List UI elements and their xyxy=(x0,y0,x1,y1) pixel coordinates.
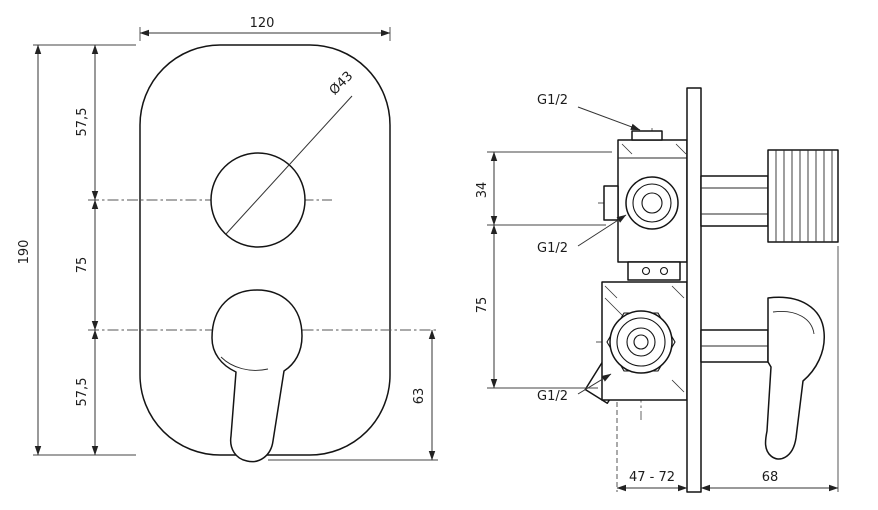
callout-g12-top: G1/2 xyxy=(537,93,641,131)
coupling-screw-right xyxy=(659,266,669,276)
lower-hex-nut xyxy=(606,312,676,372)
callout-g12-mid: G1/2 xyxy=(537,214,627,256)
side-view: G1/2 G1/2 G1/2 34 75 47 - 72 xyxy=(475,87,839,493)
g12-bottom-label: G1/2 xyxy=(537,389,568,404)
dim-side-vertical: 34 75 xyxy=(475,151,612,389)
dim-handle-depth-label: 68 xyxy=(762,470,779,485)
g12-mid-label: G1/2 xyxy=(537,241,568,256)
dim-lever: 63 xyxy=(268,329,438,461)
dim-depth-range-label: 47 - 72 xyxy=(629,470,675,485)
dim-height-total: 190 xyxy=(17,44,136,456)
dim-inlet-label: 34 xyxy=(475,182,490,199)
dim-lever-label: 63 xyxy=(412,388,427,405)
dim-bottom-label: 57,5 xyxy=(75,378,90,407)
dim-chain-vertical: 57,5 75 57,5 xyxy=(75,44,99,456)
dim-width: 120 xyxy=(139,16,391,41)
knob-ribs xyxy=(775,150,833,242)
wall-plate-side xyxy=(686,87,702,493)
hatch-lines-lower xyxy=(604,285,685,393)
knob-stem xyxy=(700,175,769,227)
coupling-block xyxy=(627,261,681,281)
front-view: 120 190 57,5 75 57,5 Ø43 63 xyxy=(17,16,438,463)
coupling-screw-left xyxy=(641,266,651,276)
hatch-lines-upper xyxy=(621,143,687,155)
diverter-knob xyxy=(210,152,306,248)
dim-mid-label: 75 xyxy=(75,257,90,274)
callout-g12-bottom: G1/2 xyxy=(537,373,612,404)
lever-handle-side xyxy=(764,296,825,460)
knurled-knob xyxy=(767,149,839,243)
dim-height-label: 190 xyxy=(17,240,32,265)
upper-inlet-port xyxy=(631,130,663,141)
dim-depths: 47 - 72 68 xyxy=(616,246,839,492)
upper-port-face xyxy=(625,176,679,230)
upper-side-port xyxy=(603,185,619,221)
lower-port-face xyxy=(609,310,673,374)
lever-base-contour xyxy=(220,356,269,371)
dim-top-label: 57,5 xyxy=(75,108,90,137)
lever-side-contour xyxy=(772,311,815,335)
lever-handle-front xyxy=(211,289,303,463)
g12-top-label: G1/2 xyxy=(537,93,568,108)
dim-width-label: 120 xyxy=(250,16,275,31)
dim-spacing-label: 75 xyxy=(475,297,490,314)
